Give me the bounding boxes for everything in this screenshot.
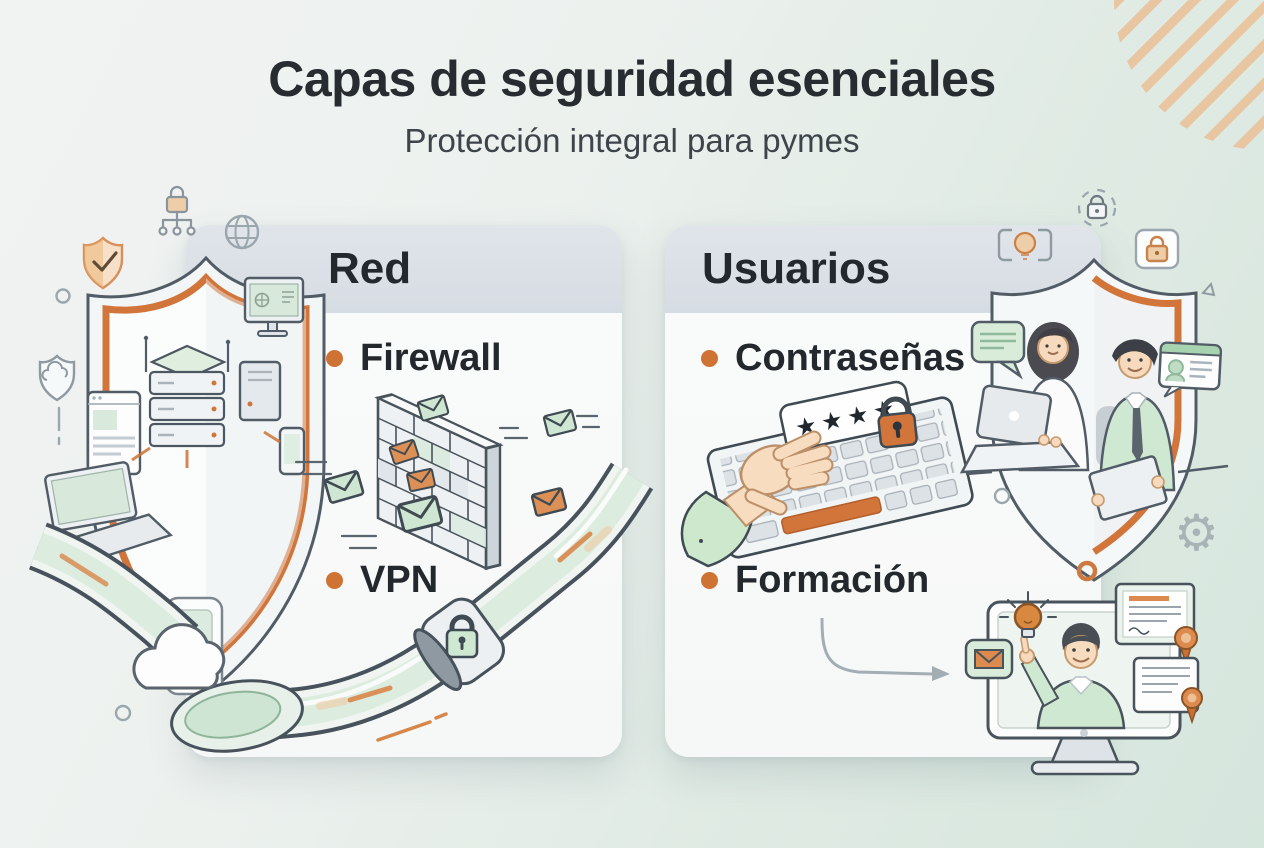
gear-icon: ⚙ bbox=[1174, 505, 1219, 561]
laptop-icon bbox=[36, 461, 173, 573]
bullet-contrasenas-label: Contraseñas bbox=[735, 337, 966, 379]
browser-window-icon bbox=[86, 390, 142, 476]
bullet-formacion-label: Formación bbox=[735, 559, 930, 601]
card-red-title: Red bbox=[328, 244, 412, 293]
dot-decoration bbox=[55, 288, 71, 304]
triangle-decoration bbox=[1201, 281, 1216, 297]
card-usuarios-title: Usuarios bbox=[702, 244, 891, 293]
card-usuarios: Usuarios Contraseñas Formación bbox=[665, 225, 1101, 757]
bullet-dot bbox=[326, 350, 343, 367]
bullet-dot bbox=[701, 350, 718, 367]
dot-decoration bbox=[114, 704, 132, 722]
shield-cloud-icon bbox=[38, 354, 76, 402]
certificate-icon bbox=[1114, 582, 1198, 667]
bullet-firewall: Firewall bbox=[326, 337, 502, 380]
card-usuarios-header: Usuarios bbox=[665, 225, 1101, 313]
scan-lock-icon bbox=[1077, 188, 1117, 228]
lock-network-icon bbox=[158, 185, 196, 236]
bullet-vpn: VPN bbox=[326, 559, 438, 602]
page-title: Capas de seguridad esenciales bbox=[268, 51, 996, 107]
bullet-dot bbox=[326, 572, 343, 589]
man-employee bbox=[1088, 339, 1176, 521]
page-subtitle: Protección integral para pymes bbox=[404, 122, 860, 159]
shield-check-icon bbox=[82, 236, 124, 290]
lock-square-icon bbox=[1134, 228, 1180, 270]
certificate-icon bbox=[1132, 656, 1203, 725]
bullet-dot bbox=[701, 572, 718, 589]
bullet-formacion: Formación bbox=[701, 559, 929, 602]
card-red-header: Red bbox=[186, 225, 622, 313]
id-card-icon bbox=[1157, 341, 1223, 398]
bullet-firewall-label: Firewall bbox=[360, 337, 502, 379]
bullet-contrasenas: Contraseñas bbox=[701, 337, 965, 380]
bullet-vpn-label: VPN bbox=[360, 559, 439, 601]
card-red: Red Firewall VPN bbox=[186, 225, 622, 757]
